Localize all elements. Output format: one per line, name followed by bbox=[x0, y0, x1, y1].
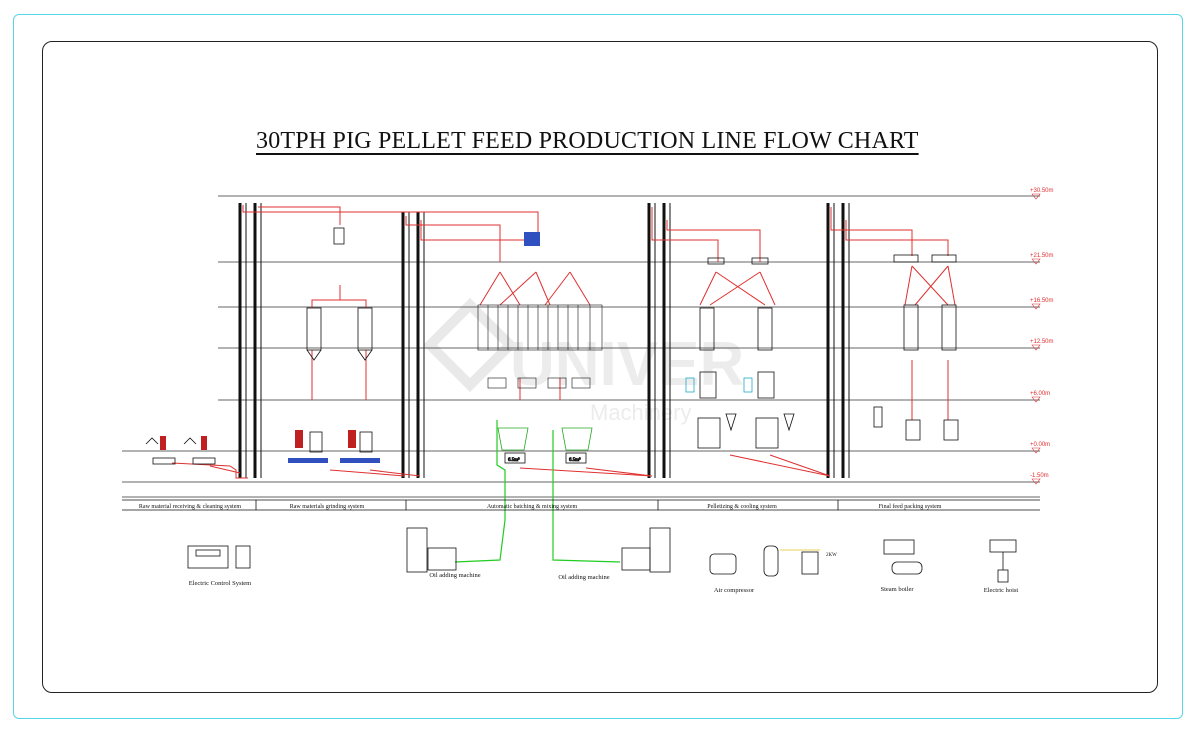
level-label: -1.50m bbox=[1030, 473, 1049, 479]
section-bar: Raw material receiving & cleaning system… bbox=[122, 499, 1040, 511]
packing-equipment bbox=[873, 254, 959, 441]
oil-adding-machine: Oil adding machine bbox=[558, 527, 671, 581]
electric-control-system: Electric Control System bbox=[187, 545, 251, 587]
drawing-frame bbox=[42, 41, 1158, 693]
mixer-volume-label: 6.5m³ bbox=[569, 457, 581, 463]
bucket-elevators bbox=[238, 203, 850, 478]
section-label: Raw material receiving & cleaning system bbox=[139, 504, 241, 510]
section-label: Pelletizing & cooling system bbox=[707, 504, 777, 510]
material-flow-lines bbox=[171, 205, 956, 479]
level-label: +30.50m bbox=[1030, 188, 1054, 194]
steam-boiler: Steam boiler bbox=[880, 539, 923, 593]
level-label: +12.50m bbox=[1030, 339, 1054, 345]
equipment-label: Electric hoist bbox=[984, 587, 1019, 594]
elevator bbox=[253, 203, 262, 478]
section-label: Final feed packing system bbox=[879, 503, 942, 510]
level-label: +16.50m bbox=[1030, 298, 1054, 304]
level-label: +6.00m bbox=[1030, 391, 1050, 397]
cleaning-equipment bbox=[145, 436, 216, 465]
equipment-label: Oil adding machine bbox=[429, 572, 480, 579]
pressure-label: 2KW bbox=[826, 553, 837, 558]
section-label: Raw materials grinding system bbox=[290, 504, 365, 510]
elevator bbox=[662, 203, 671, 478]
mixer-volume-label: 6.5m³ bbox=[508, 457, 520, 463]
equipment-label: Steam boiler bbox=[880, 586, 914, 593]
section-label: Automatic batching & mixing system bbox=[487, 504, 578, 510]
watermark-text: UNIVER bbox=[510, 330, 744, 399]
level-markers: +30.50m +21.50m +16.50m +12.50m +6.00m +… bbox=[1030, 188, 1054, 485]
outer-frame bbox=[13, 14, 1183, 719]
elevator bbox=[841, 203, 850, 478]
oil-adding-machine: Oil adding machine bbox=[406, 527, 481, 579]
mixers: 6.5m³ 6.5m³ bbox=[497, 427, 593, 464]
level-label: +21.50m bbox=[1030, 253, 1054, 259]
chart-title: 30TPH PIG PELLET FEED PRODUCTION LINE FL… bbox=[256, 128, 919, 154]
grinding-equipment bbox=[288, 227, 380, 463]
pelletizing-equipment bbox=[685, 257, 795, 449]
oil-flow-lines bbox=[454, 420, 621, 563]
watermark: UNIVER Machinery bbox=[422, 297, 744, 425]
elevator bbox=[826, 203, 835, 478]
electric-hoist: Electric hoist bbox=[984, 539, 1019, 594]
elevator bbox=[401, 212, 410, 478]
equipment-label: Electric Control System bbox=[189, 580, 251, 587]
air-compressor: Air compressor 2KW bbox=[709, 545, 837, 594]
level-label: +0.00m bbox=[1030, 442, 1050, 448]
elevator bbox=[647, 203, 656, 478]
elevator bbox=[238, 203, 247, 478]
elevator bbox=[416, 212, 425, 478]
watermark-subtext: Machinery bbox=[590, 400, 691, 425]
batching-bins bbox=[477, 232, 603, 389]
equipment-label: Oil adding machine bbox=[558, 574, 609, 581]
equipment-label: Air compressor bbox=[714, 587, 755, 594]
